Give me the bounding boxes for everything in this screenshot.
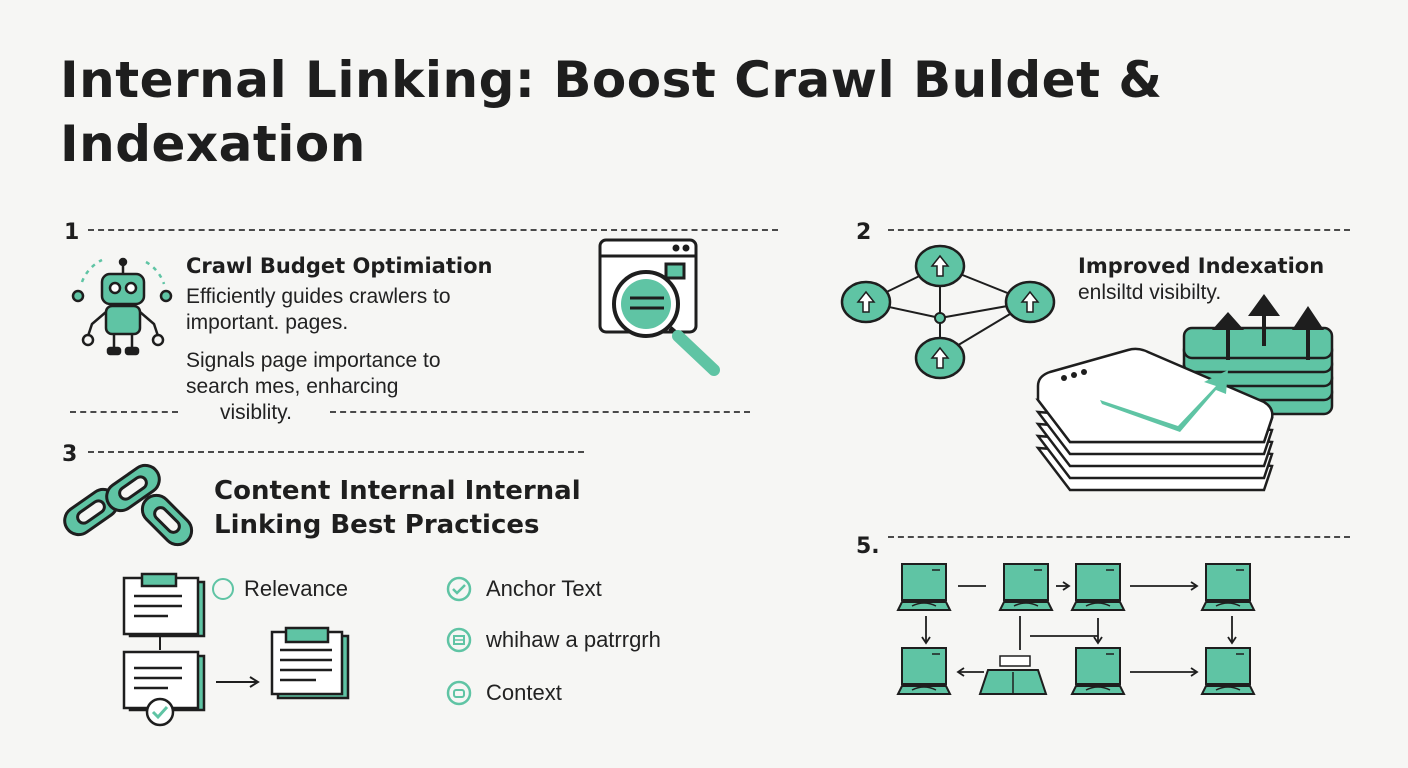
section-1-bottom-divider-right: [330, 411, 750, 413]
section-1-text-1: Efficiently guides crawlers to important…: [186, 284, 451, 336]
section-1-text-2-line-2: search mes, enharcing: [186, 375, 399, 398]
section-3-number: 3: [62, 442, 78, 467]
title-line-1: Internal Linking: Boost Crawl Buldet &: [60, 51, 1163, 109]
practice-item-label: Context: [486, 680, 562, 705]
practice-item-context: Context: [446, 680, 562, 706]
page-title: Internal Linking: Boost Crawl Buldet & I…: [60, 48, 1360, 176]
indexed-pages-stack-icon: [1035, 294, 1334, 492]
section-2-top-divider: [888, 229, 1350, 231]
circle-icon: [212, 578, 234, 600]
chain-link-icon: [63, 463, 194, 547]
section-2-heading: Improved Indexation: [1078, 254, 1325, 278]
section-1-text-2-line-1: Signals page importance to: [186, 349, 441, 372]
section-3-heading-line-2: Linking Best Practices: [214, 510, 540, 540]
section-3-top-divider: [88, 451, 584, 453]
document-flow-icon: [122, 572, 350, 727]
section-1-number: 1: [64, 220, 80, 245]
practice-item-label: Anchor Text: [486, 576, 602, 601]
link-graph-icon: [840, 244, 1056, 380]
section-2-number: 2: [856, 220, 872, 245]
section-1-bottom-divider-left: [70, 411, 178, 413]
section-1-text-2-line-3: visiblity.: [220, 401, 292, 424]
section-1-text-1-line-2: important. pages.: [186, 311, 349, 334]
section-1-text-2: Signals page importance to search mes, e…: [186, 348, 441, 426]
magnifier-browser-icon: [598, 238, 720, 376]
link-circle-icon: [446, 680, 472, 706]
section-1-heading: Crawl Budget Optimiation: [186, 254, 493, 278]
site-structure-flow-icon: [897, 563, 1255, 695]
section-5-number: 5.: [856, 534, 880, 559]
practice-item-anchor-text: Anchor Text: [446, 576, 602, 602]
section-1-text-1-line-1: Efficiently guides crawlers to: [186, 285, 451, 308]
check-circle-icon: [446, 576, 472, 602]
practice-item-label: Relevance: [244, 576, 348, 601]
practice-item-relevance: Relevance: [212, 576, 348, 602]
title-line-2: Indexation: [60, 115, 366, 173]
section-5-top-divider: [888, 536, 1350, 538]
robot-crawler-icon: [71, 257, 173, 356]
practice-item-paragraph: whihaw a patrrgrh: [446, 627, 661, 653]
section-3-heading: Content Internal Internal Linking Best P…: [214, 474, 581, 542]
section-1-top-divider: [88, 229, 778, 231]
grid-circle-icon: [446, 627, 472, 653]
practice-item-label: whihaw a patrrgrh: [486, 627, 661, 652]
section-3-heading-line-1: Content Internal Internal: [214, 476, 581, 506]
section-2-subtext: enlsiltd visibilty.: [1078, 281, 1222, 304]
